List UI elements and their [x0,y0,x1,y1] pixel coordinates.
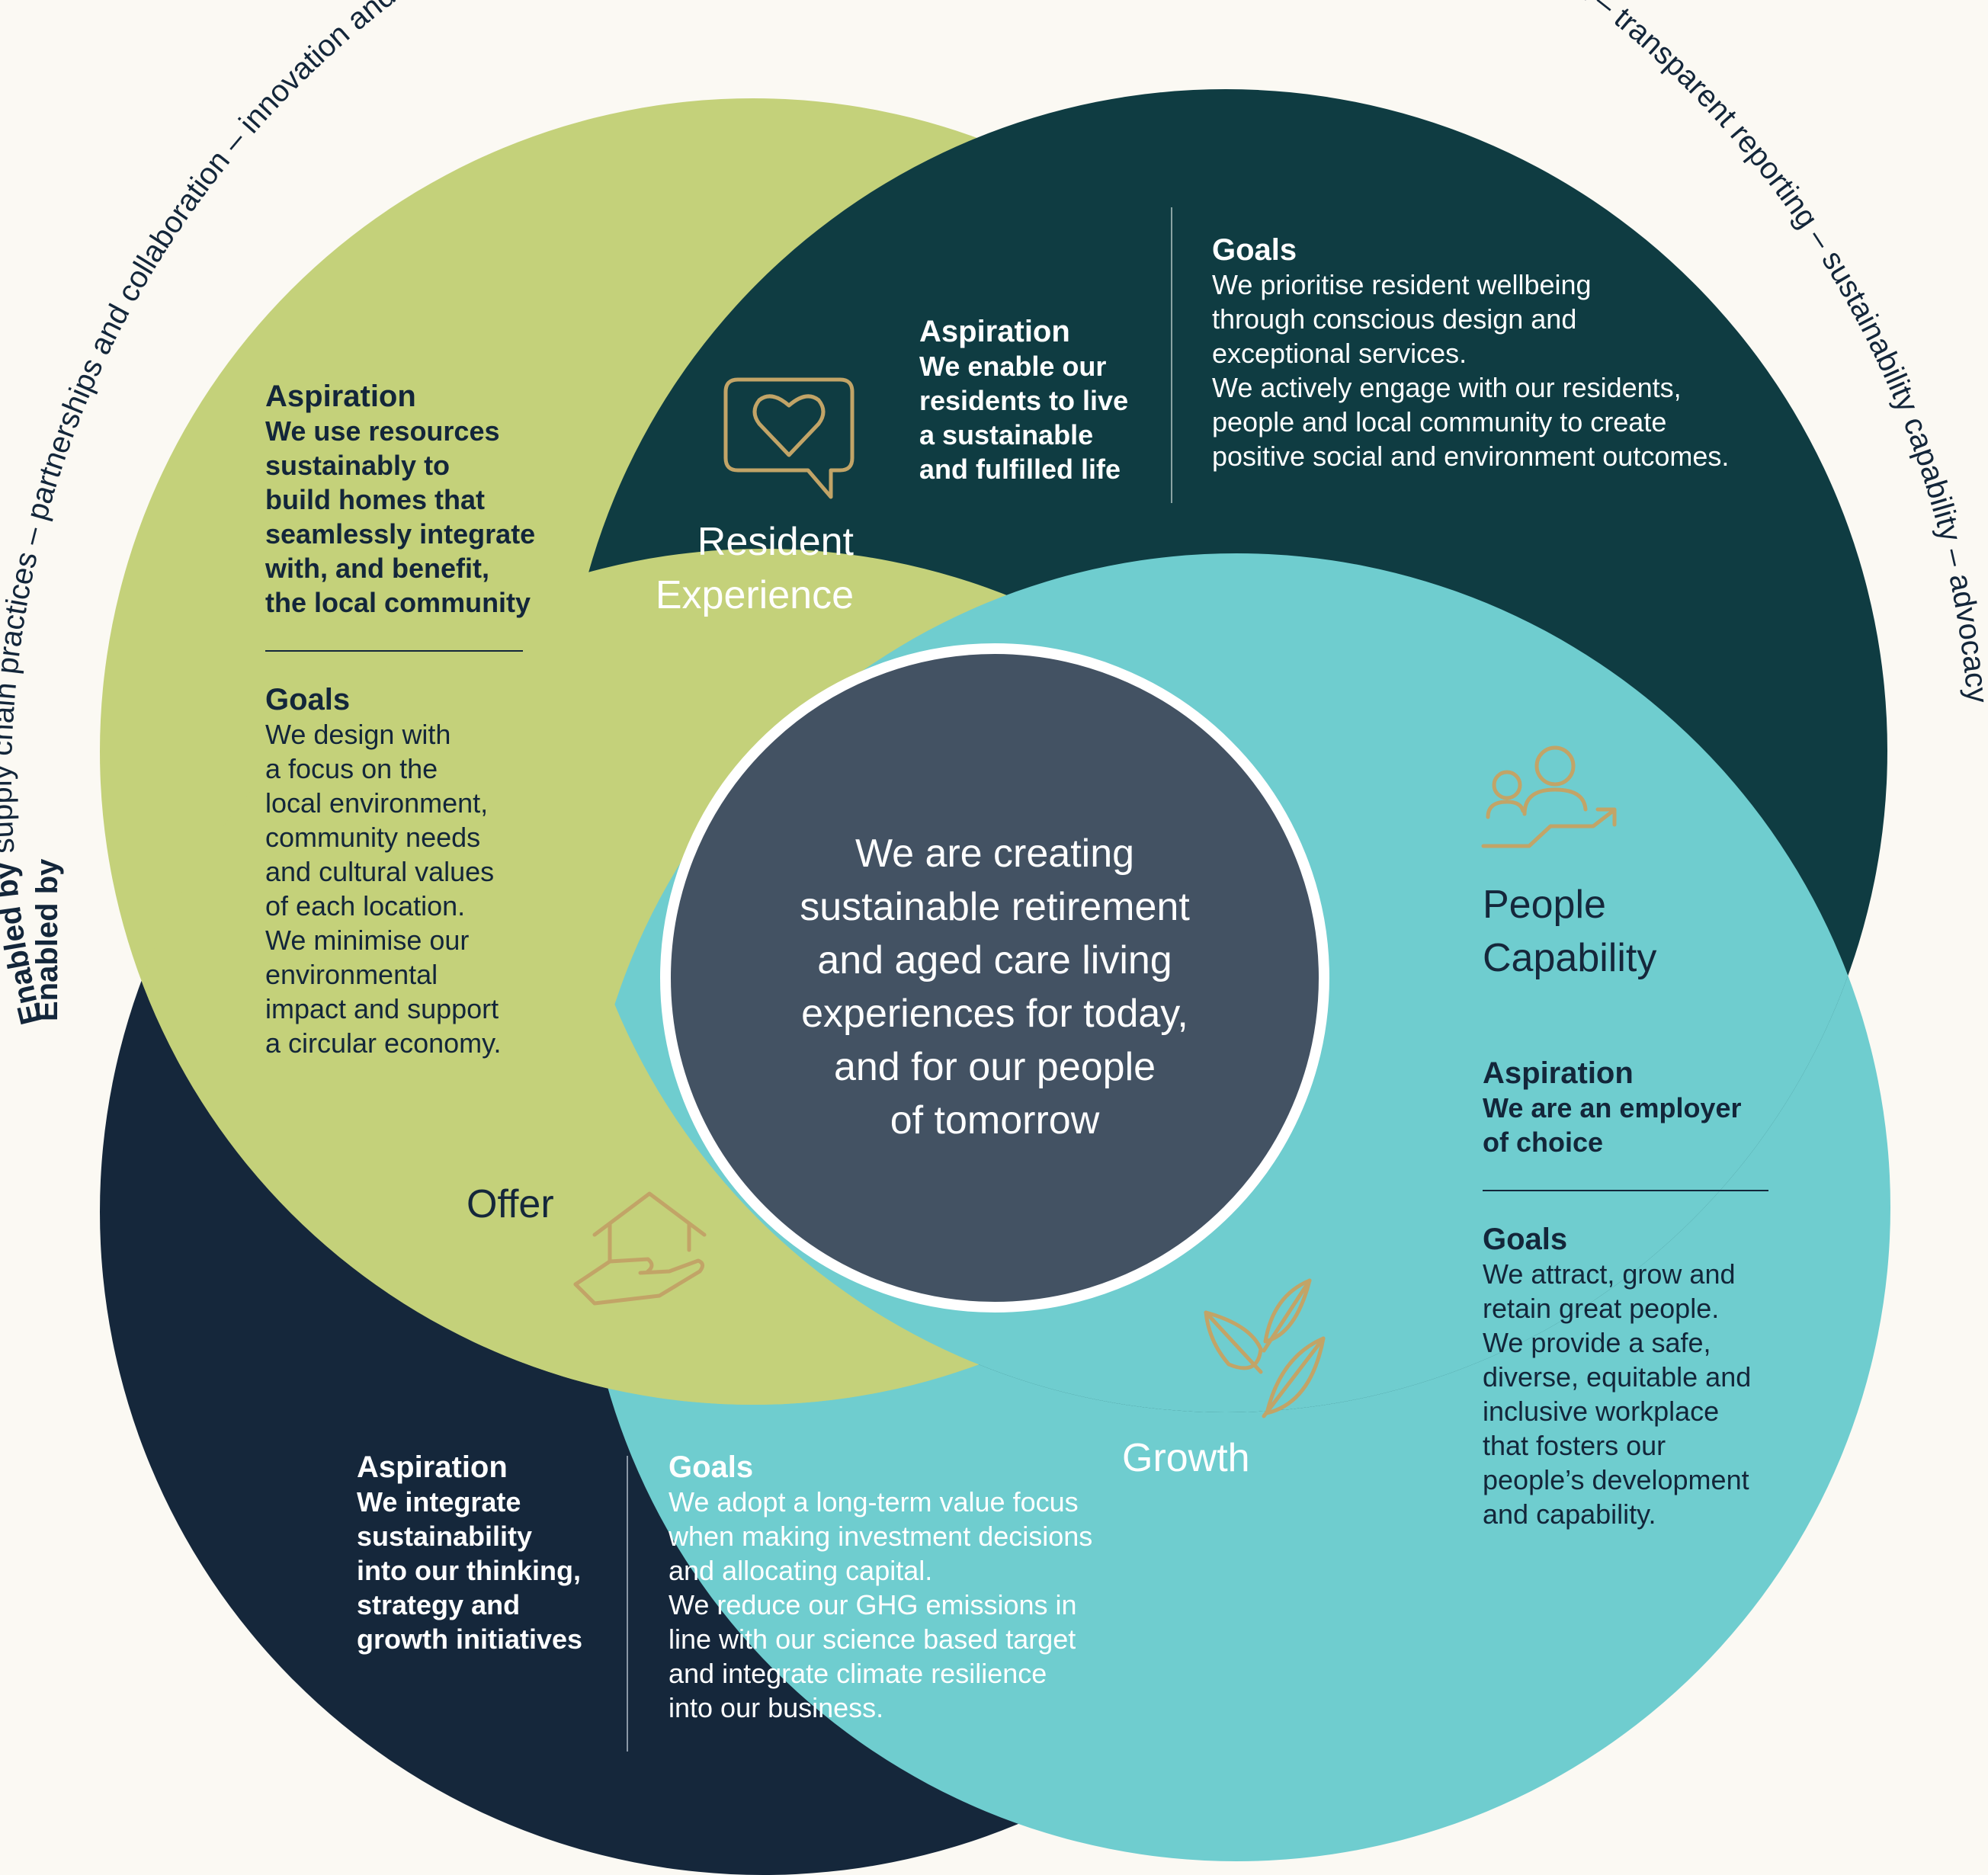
resident-aspiration-block: Aspiration We enable our residents to li… [919,314,1148,486]
people-divider [1483,1190,1768,1191]
growth-aspiration-heading: Aspiration [357,1450,508,1484]
growth-aspiration-block: Aspiration We integrate sustainability i… [357,1450,608,1656]
offer-text-block: Aspiration We use resources sustainably … [265,379,570,1060]
center-circle [660,643,1329,1312]
center-statement: We are creating sustainable retirement a… [800,832,1190,1143]
offer-aspiration-heading: Aspiration [265,380,416,413]
people-growth-icon [1481,745,1617,848]
resident-goals-heading: Goals [1212,233,1297,267]
growth-goal-2: We reduce our GHG emissions in line with… [669,1589,1077,1723]
people-text-block: Aspiration We are an employer of choice … [1483,1056,1788,1531]
offer-title: Offer [467,1182,554,1226]
people-goal-2: We provide a safe, diverse, equitable an… [1483,1327,1752,1530]
people-goal-1: We attract, grow and retain great people… [1483,1258,1736,1324]
enabled-by-lead: Enabled by [30,858,64,1021]
people-capability-title: People Capability [1483,883,1657,980]
offer-goal-1: We design with a focus on the local envi… [265,719,495,921]
growth-goals-heading: Goals [669,1450,754,1484]
resident-goals-block: Goals We prioritise resident wellbeing t… [1212,232,1791,473]
growth-aspiration-text: We integrate sustainability into our thi… [357,1486,583,1655]
offer-aspiration-text: We use resources sustainably to build ho… [265,415,536,618]
offer-divider [265,650,523,652]
people-aspiration-text: We are an employer of choice [1483,1092,1742,1158]
offer-goal-2: We minimise our environmental impact and… [265,925,502,1059]
resident-goal-2: We actively engage with our residents, p… [1212,372,1730,472]
resident-experience-title: Resident Experience [655,520,854,617]
growth-goals-block: Goals We adopt a long-term value focus w… [669,1450,1141,1725]
growth-goal-1: We adopt a long-term value focus when ma… [669,1486,1093,1586]
offer-goals-heading: Goals [265,683,351,716]
people-aspiration-heading: Aspiration [1483,1056,1634,1090]
resident-aspiration-heading: Aspiration [919,315,1070,348]
growth-title: Growth [1122,1436,1250,1480]
house-in-hand-icon [573,1191,707,1306]
resident-aspiration-text: We enable our residents to live a sustai… [919,351,1129,485]
growth-separator [627,1456,628,1752]
resident-goal-1: We prioritise resident wellbeing through… [1212,269,1592,369]
heart-speech-bubble-icon [723,377,855,499]
leaves-icon [1204,1278,1326,1418]
people-goals-heading: Goals [1483,1223,1568,1256]
resident-separator [1171,207,1172,503]
